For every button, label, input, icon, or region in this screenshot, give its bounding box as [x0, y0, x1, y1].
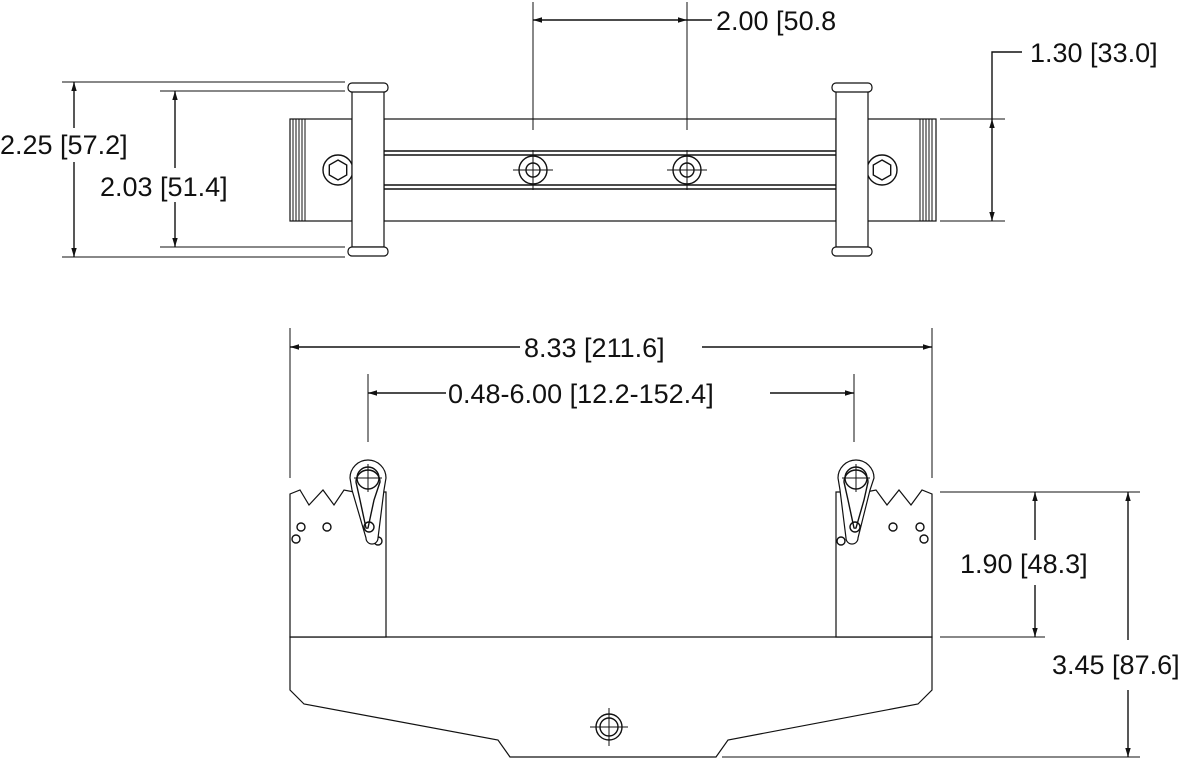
bar-hole-icon — [513, 150, 553, 190]
dim-overall-width: 8.33 [211.6] — [524, 333, 665, 363]
left-clamp-plate — [347, 82, 389, 257]
cam-lever-icon — [349, 459, 387, 545]
bar-hole-icon — [667, 150, 707, 190]
dim-inner-height: 2.03 [51.4] — [100, 172, 228, 202]
dim-total-height: 3.45 [87.6] — [1052, 650, 1180, 680]
vise-base — [289, 636, 933, 758]
dim-right-height: 1.30 [33.0] — [1030, 38, 1158, 68]
cam-lever-icon — [837, 459, 875, 545]
dim-top-spacing: 2.00 [50.8 — [716, 6, 836, 36]
left-threaded-end — [289, 118, 354, 222]
right-jaw — [835, 459, 933, 638]
right-clamp-plate — [831, 82, 873, 257]
top-view: 2.00 [50.8 1.30 [33.0] 2.25 [57.2] 2.03 … — [0, 2, 1158, 258]
dim-outer-height: 2.25 [57.2] — [0, 130, 128, 160]
dim-jaw-range: 0.48-6.00 [12.2-152.4] — [448, 379, 714, 409]
dim-jaw-height: 1.90 [48.3] — [960, 549, 1088, 579]
main-bar — [383, 118, 837, 222]
right-threaded-end — [865, 118, 937, 222]
front-view: 8.33 [211.6] 0.48-6.00 [12.2-152.4] — [289, 328, 1180, 758]
left-jaw — [289, 459, 387, 638]
mount-hole-icon — [590, 708, 628, 746]
